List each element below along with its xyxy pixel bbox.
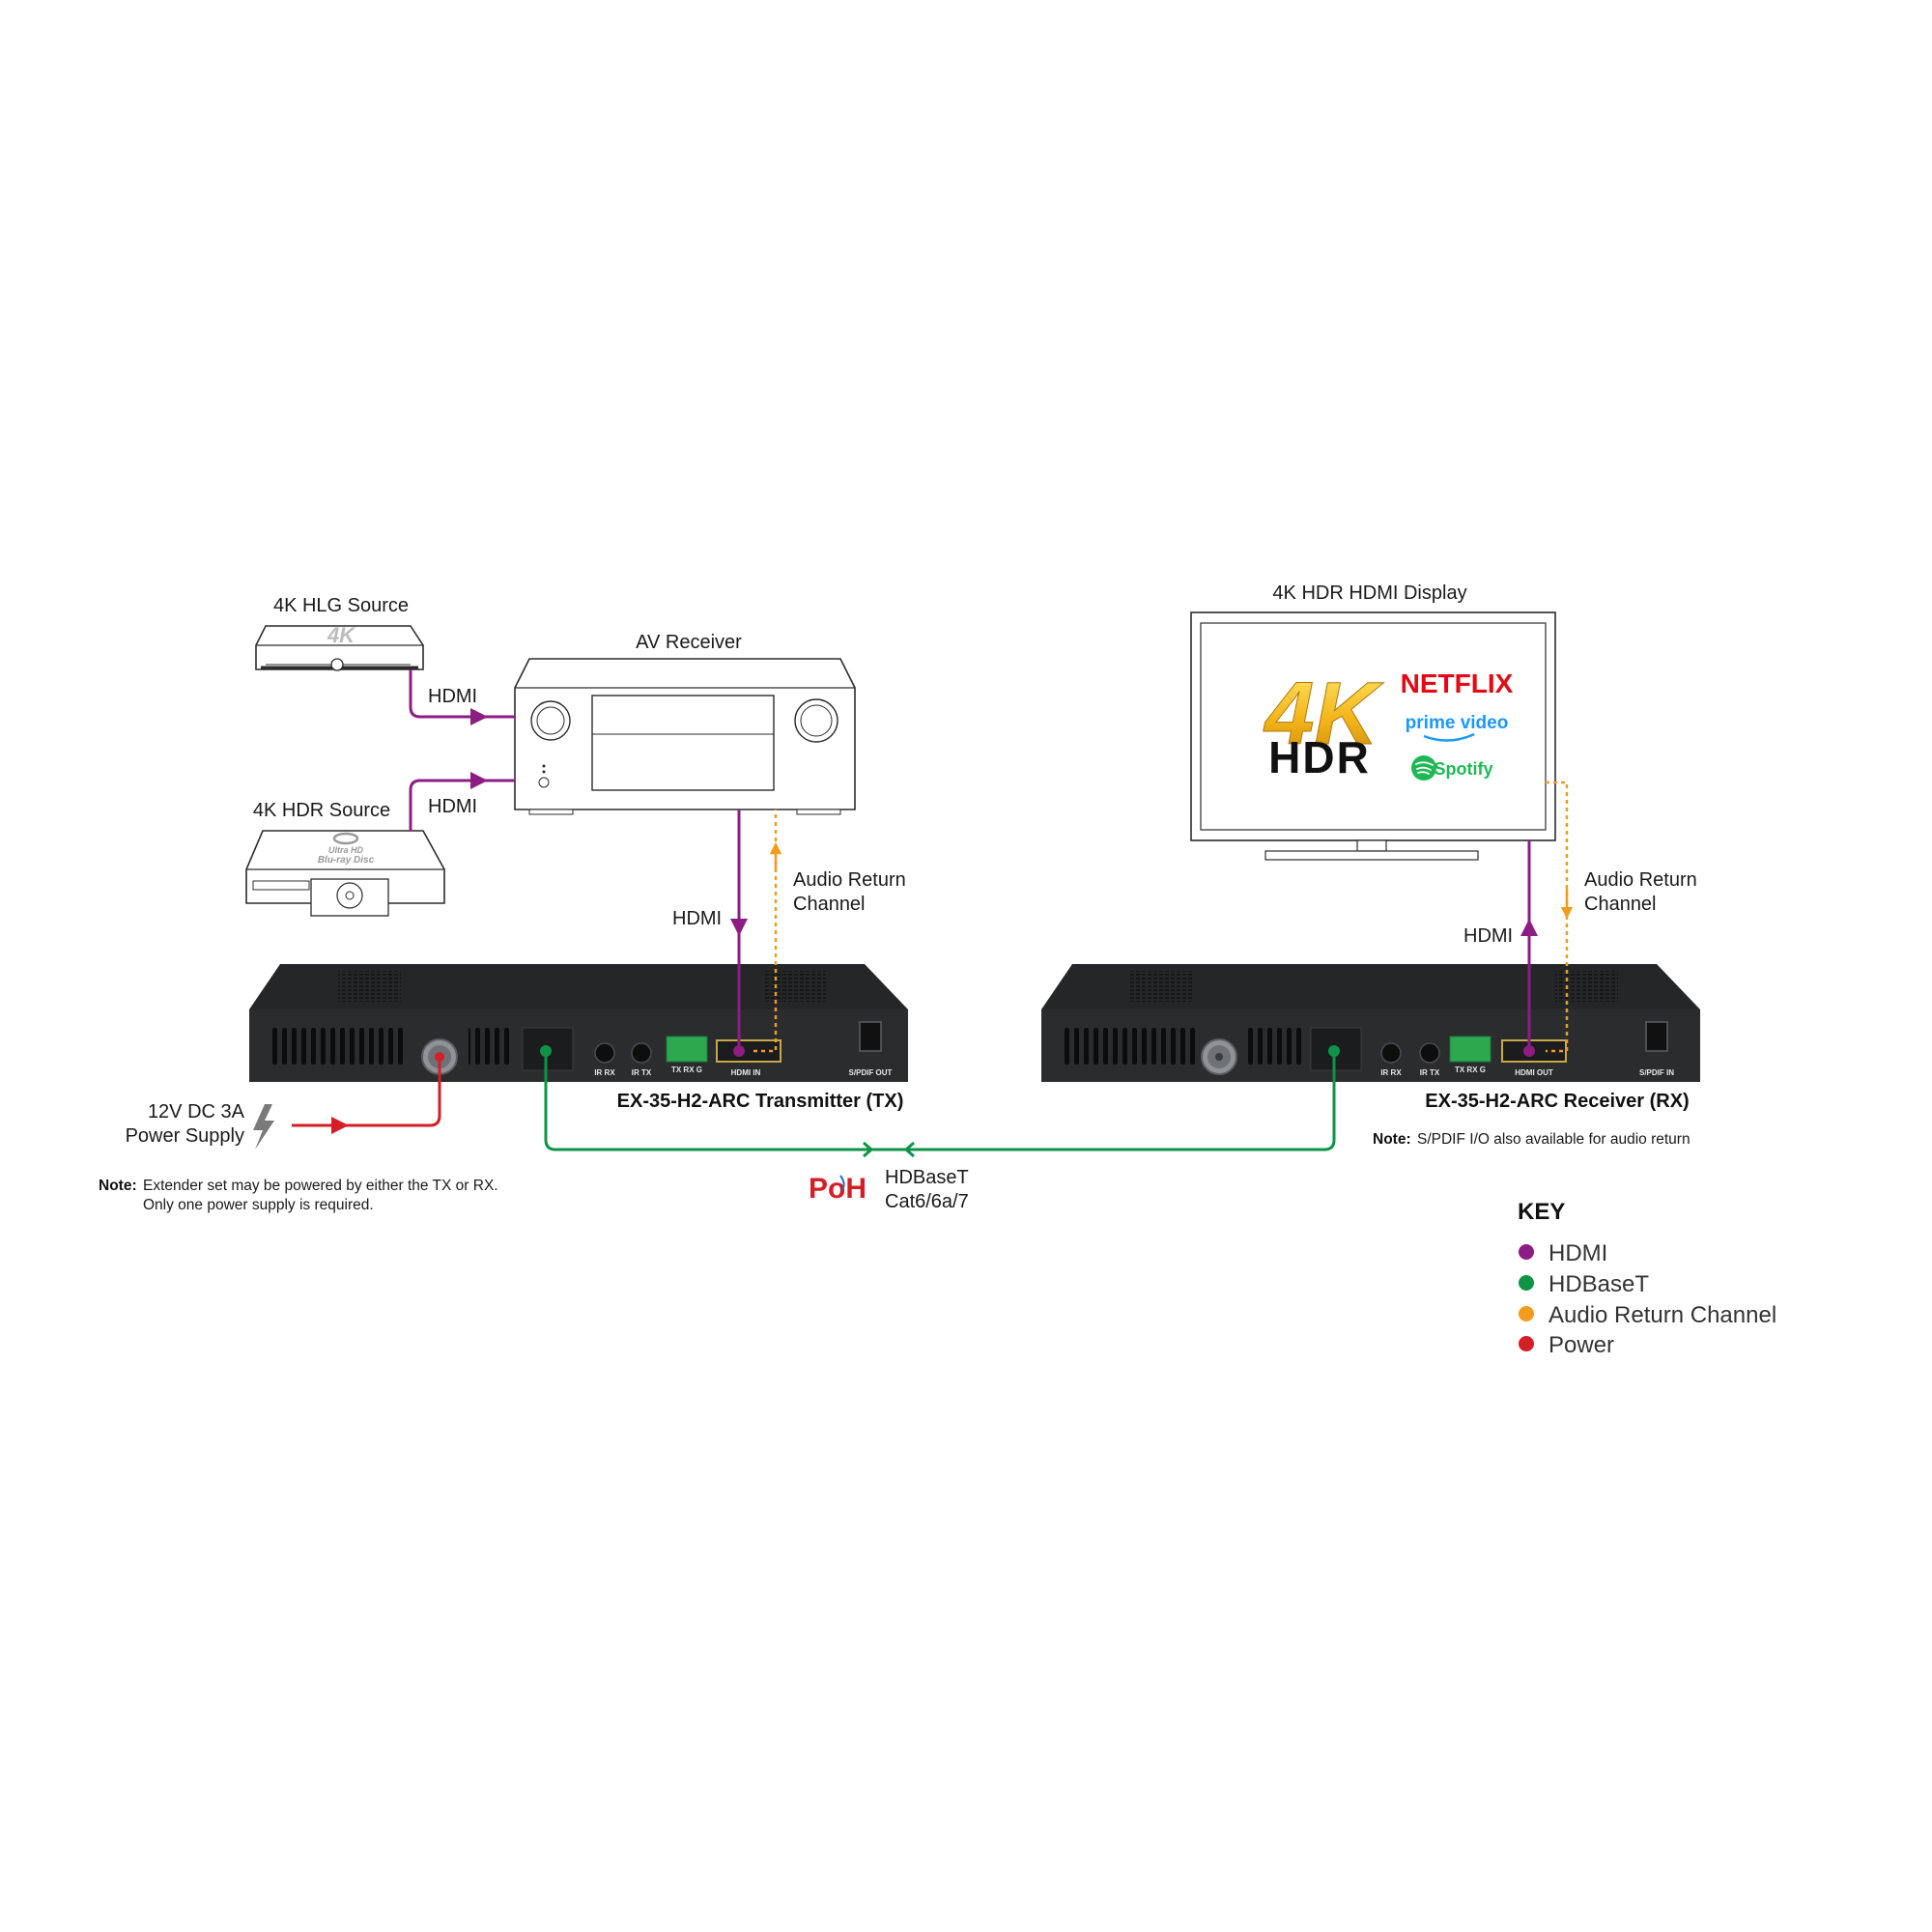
tx-hdbaset-dot xyxy=(540,1045,552,1057)
rx-spdif-port xyxy=(1645,1021,1668,1052)
hdbaset-label-line2: Cat6/6a/7 xyxy=(885,1191,969,1212)
legend-power-dot xyxy=(1519,1336,1534,1351)
tx-hdmi-port xyxy=(716,1039,781,1063)
display-hdr-logo: HDR xyxy=(1268,732,1371,782)
hdmi-hlg-cable xyxy=(409,669,515,719)
tx-hdmi-label: HDMI IN xyxy=(731,1068,761,1077)
prime-smile-icon xyxy=(1423,732,1475,742)
tx-spdif-port xyxy=(859,1021,882,1052)
rx-hdmi-dot xyxy=(1523,1045,1535,1057)
hlg-power-button-icon xyxy=(330,658,344,671)
rx-hdmi-label: HDMI OUT xyxy=(1515,1068,1553,1077)
arc-rx-label-line1: Audio Return xyxy=(1584,869,1697,891)
display-4k-logo: 4K xyxy=(1263,665,1384,763)
av-receiver: AV Receiver xyxy=(514,632,856,815)
hdr-source-label: 4K HDR Source xyxy=(253,800,390,821)
arc-tx-label-line1: Audio Return xyxy=(793,869,906,891)
hdr-source: 4K HDR Source Ultra HD Blu-ray Disc xyxy=(245,800,445,917)
power-label-line2: Power Supply xyxy=(126,1125,244,1147)
tx-ir-rx-label: IR RX xyxy=(594,1068,615,1077)
arc-rx-label-line2: Channel xyxy=(1584,894,1657,915)
power-note-line1: Extender set may be powered by either th… xyxy=(143,1178,498,1194)
rx-ir-rx-jack xyxy=(1380,1042,1402,1064)
power-label-line1: 12V DC 3A xyxy=(148,1101,245,1122)
legend-arc-label: Audio Return Channel xyxy=(1548,1302,1776,1328)
spdif-note-text: S/PDIF I/O also available for audio retu… xyxy=(1417,1131,1690,1148)
legend-hdbaset-dot xyxy=(1519,1275,1534,1291)
hdmi-hdr-cable xyxy=(409,779,515,831)
bluray-logo-sub: Ultra HD xyxy=(328,845,364,855)
power-note-line2: Only one power supply is required. xyxy=(143,1197,374,1213)
poh-flame-icon xyxy=(839,1175,845,1191)
tx-ir-tx-jack xyxy=(631,1042,652,1064)
receiver-vents-left xyxy=(1065,1028,1195,1065)
transmitter-label: EX-35-H2-ARC Transmitter (TX) xyxy=(617,1091,904,1112)
rx-spdif-label: S/PDIF IN xyxy=(1639,1068,1674,1077)
av-receiver-display xyxy=(591,695,775,791)
hdmi-hlg-label: HDMI xyxy=(428,686,477,707)
tx-ir-tx-label: IR TX xyxy=(632,1068,652,1077)
rx-ir-rx-label: IR RX xyxy=(1380,1068,1402,1077)
spotify-logo: Spotify xyxy=(1435,759,1493,779)
av-receiver-power-icon xyxy=(538,777,550,788)
receiver: IR RX IR TX TX RX G HDMI OUT S/PDIF IN E… xyxy=(1041,964,1700,1112)
lightning-bolt-icon xyxy=(253,1104,274,1150)
display-stand xyxy=(1264,850,1479,861)
rx-rs232-terminal xyxy=(1449,1036,1492,1063)
hdmi-rx-label: HDMI xyxy=(1463,925,1513,947)
transmitter-vents-left xyxy=(272,1028,403,1065)
tx-hdmi-dot xyxy=(733,1045,745,1057)
av-receiver-label: AV Receiver xyxy=(636,632,742,653)
spdif-note-bold: Note: xyxy=(1373,1131,1411,1148)
bluray-logo-icon xyxy=(332,832,359,845)
legend-power-label: Power xyxy=(1548,1332,1614,1358)
receiver-label: EX-35-H2-ARC Receiver (RX) xyxy=(1425,1091,1689,1112)
legend-arc-dot xyxy=(1519,1306,1534,1321)
arc-tx-label-line2: Channel xyxy=(793,894,866,915)
prime-video-logo: prime video xyxy=(1406,713,1509,733)
legend: KEY HDMI HDBaseT Audio Return Channel Po… xyxy=(1518,1199,1776,1358)
hlg-source: 4K HLG Source 4K xyxy=(255,595,424,671)
hdmi-tx-label: HDMI xyxy=(672,908,722,929)
hdbaset-bidirectional-arrow-icon xyxy=(863,1141,915,1158)
tx-spdif-label: S/PDIF OUT xyxy=(849,1068,893,1077)
tx-ir-rx-jack xyxy=(594,1042,615,1064)
legend-hdmi-label: HDMI xyxy=(1548,1240,1607,1266)
netflix-logo: NETFLIX xyxy=(1401,668,1514,698)
legend-hdbaset-label: HDBaseT xyxy=(1548,1271,1649,1297)
poh-logo: PoH xyxy=(809,1173,867,1205)
tx-rs232-terminal xyxy=(666,1036,708,1063)
hdbaset-label-line1: HDBaseT xyxy=(885,1167,969,1188)
hlg-source-label: 4K HLG Source xyxy=(273,595,409,616)
power-cable xyxy=(292,1057,441,1127)
rx-hdbaset-dot xyxy=(1328,1045,1340,1057)
transmitter: IR RX IR TX TX RX G HDMI IN S/PDIF OUT E… xyxy=(249,964,908,1112)
legend-hdmi-dot xyxy=(1519,1244,1534,1260)
rx-ir-tx-label: IR TX xyxy=(1420,1068,1440,1077)
display-screen xyxy=(1200,622,1547,831)
hdr-display: 4K HDR HDMI Display 4K HDR NETFLIX prime… xyxy=(1190,582,1556,861)
legend-title: KEY xyxy=(1518,1199,1565,1225)
hdbaset-cable xyxy=(544,1051,1336,1151)
rx-ir-tx-jack xyxy=(1419,1042,1440,1064)
hlg-4k-logo: 4K xyxy=(327,623,356,647)
rx-rs232-label: TX RX G xyxy=(1455,1065,1486,1074)
display-label: 4K HDR HDMI Display xyxy=(1272,582,1466,604)
tx-rs232-label: TX RX G xyxy=(671,1065,702,1074)
hdmi-hdr-label: HDMI xyxy=(428,796,477,817)
power-note-bold: Note: xyxy=(99,1178,137,1194)
bluray-logo-text: Blu-ray Disc xyxy=(318,855,375,866)
